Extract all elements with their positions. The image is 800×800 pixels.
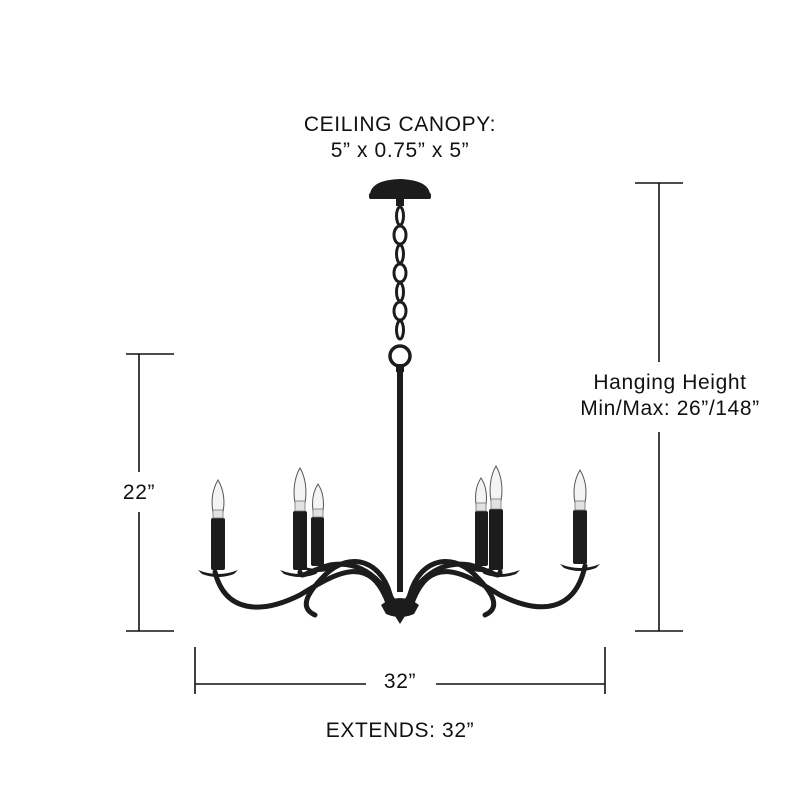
candle-4 — [466, 477, 498, 572]
ceiling-canopy — [369, 179, 431, 206]
fixture-height-label: 22” — [122, 481, 156, 504]
hanging-height-range: Min/Max: 26”/148” — [580, 397, 760, 420]
hanging-height-dimension-line — [635, 182, 683, 632]
fixture-width-label: 32” — [383, 670, 417, 693]
fixture-width-dimension-line — [194, 647, 606, 694]
hanging-height-title: Hanging Height — [593, 371, 747, 394]
canopy-title: CEILING CANOPY: — [303, 113, 497, 136]
chain — [392, 205, 408, 341]
candle-1 — [198, 479, 238, 577]
fixture-height-dimension-line — [126, 353, 174, 632]
extends-label: EXTENDS: 32” — [325, 719, 475, 742]
canopy-dimension-label: CEILING CANOPY: 5” x 0.75” x 5” — [250, 112, 550, 164]
canopy-dimensions: 5” x 0.75” x 5” — [330, 139, 470, 162]
candle-6 — [560, 469, 600, 571]
hanging-height-label: Hanging Height Min/Max: 26”/148” — [545, 370, 795, 422]
candle-2 — [280, 467, 320, 577]
candle-3 — [302, 483, 334, 572]
candle-5 — [480, 465, 520, 577]
